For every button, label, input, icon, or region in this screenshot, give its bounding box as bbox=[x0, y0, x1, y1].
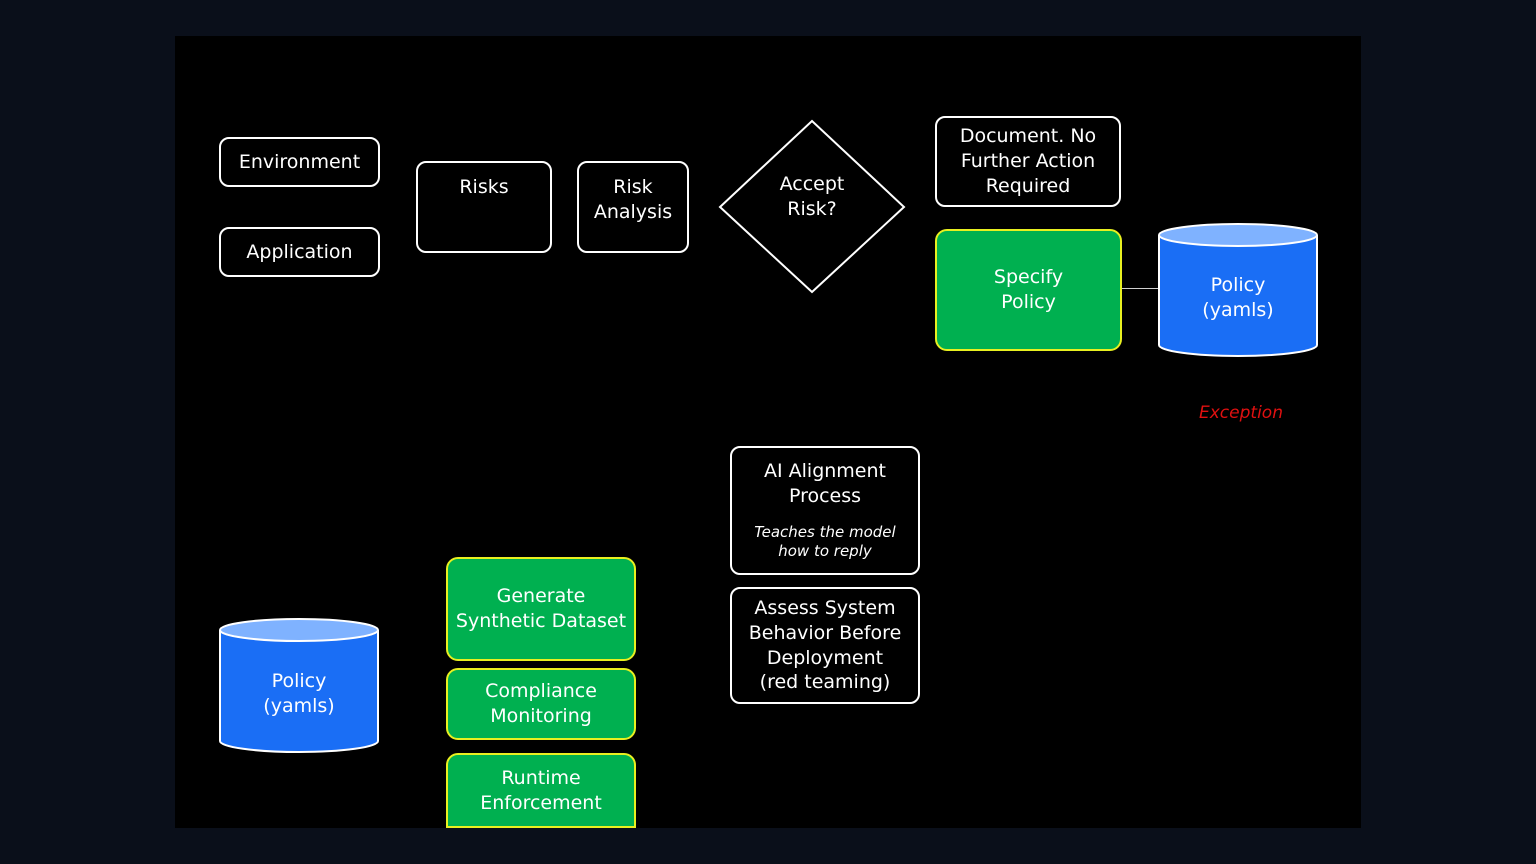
document-line-2: Further Action bbox=[960, 150, 1096, 173]
application-label: Application bbox=[246, 240, 353, 263]
ai-alignment-note: Teaches the model how to reply bbox=[754, 523, 895, 562]
compliance-line-2: Monitoring bbox=[490, 705, 592, 727]
risks-box: Risks bbox=[416, 161, 552, 253]
policy-top-line-1: Policy bbox=[1210, 274, 1266, 297]
assess-system-line-3: Deployment bbox=[766, 646, 884, 669]
diagram-shapes bbox=[219, 119, 1318, 753]
diagram-canvas: Environment Application Risks Risk Analy… bbox=[175, 36, 1361, 828]
environment-box: Environment bbox=[219, 137, 380, 187]
specify-policy-line-1: Specify bbox=[993, 266, 1064, 289]
specify-policy-box: Specify Policy bbox=[935, 229, 1122, 351]
ai-alignment-line-2: Process bbox=[788, 485, 862, 507]
policy-cylinder-bottom bbox=[219, 618, 379, 753]
policy-connector bbox=[1122, 288, 1158, 289]
ai-alignment-note-line-1: Teaches the model bbox=[754, 522, 896, 541]
ai-alignment-box: AI Alignment Process Teaches the model h… bbox=[730, 446, 920, 575]
decision-diamond bbox=[718, 119, 906, 294]
document-line-3: Required bbox=[985, 174, 1071, 197]
assess-system-line-1: Assess System bbox=[754, 597, 896, 620]
policy-bottom-line-2: (yamls) bbox=[263, 695, 335, 717]
policy-top-label: Policy (yamls) bbox=[1159, 268, 1317, 328]
generate-dataset-line-1: Generate bbox=[496, 585, 586, 608]
application-box: Application bbox=[219, 227, 380, 277]
policy-top-line-2: (yamls) bbox=[1202, 299, 1274, 321]
compliance-line-1: Compliance bbox=[485, 680, 597, 703]
risk-analysis-box: Risk Analysis bbox=[577, 161, 689, 253]
runtime-line-2: Enforcement bbox=[480, 791, 602, 814]
compliance-box: Compliance Monitoring bbox=[446, 668, 636, 740]
accept-risk-label: Accept Risk? bbox=[750, 172, 874, 222]
policy-cylinder-top bbox=[1158, 223, 1318, 357]
ai-alignment-line-1: AI Alignment bbox=[764, 460, 886, 483]
generate-dataset-line-2: Synthetic Dataset bbox=[455, 610, 627, 632]
specify-policy-line-2: Policy bbox=[1001, 291, 1056, 313]
policy-bottom-label: Policy (yamls) bbox=[220, 664, 378, 724]
generate-dataset-box: Generate Synthetic Dataset bbox=[446, 557, 636, 661]
assess-system-line-2: Behavior Before bbox=[748, 621, 902, 644]
accept-risk-line-1: Accept bbox=[779, 173, 845, 196]
ai-alignment-note-line-2: how to reply bbox=[778, 542, 872, 561]
assess-system-line-4: (red teaming) bbox=[759, 671, 891, 694]
environment-label: Environment bbox=[238, 150, 361, 173]
document-line-1: Document. No bbox=[959, 125, 1097, 148]
runtime-box: Runtime Enforcement bbox=[446, 753, 636, 828]
assess-system-box: Assess System Behavior Before Deployment… bbox=[730, 587, 920, 704]
runtime-line-1: Runtime bbox=[501, 766, 581, 789]
risks-label: Risks bbox=[459, 176, 509, 198]
accept-risk-line-2: Risk? bbox=[787, 198, 837, 220]
risk-analysis-line-2: Analysis bbox=[593, 200, 673, 223]
risk-analysis-line-1: Risk bbox=[613, 176, 653, 198]
document-box: Document. No Further Action Required bbox=[935, 116, 1121, 207]
exception-label: Exception bbox=[1199, 403, 1283, 423]
policy-bottom-line-1: Policy bbox=[271, 670, 327, 693]
